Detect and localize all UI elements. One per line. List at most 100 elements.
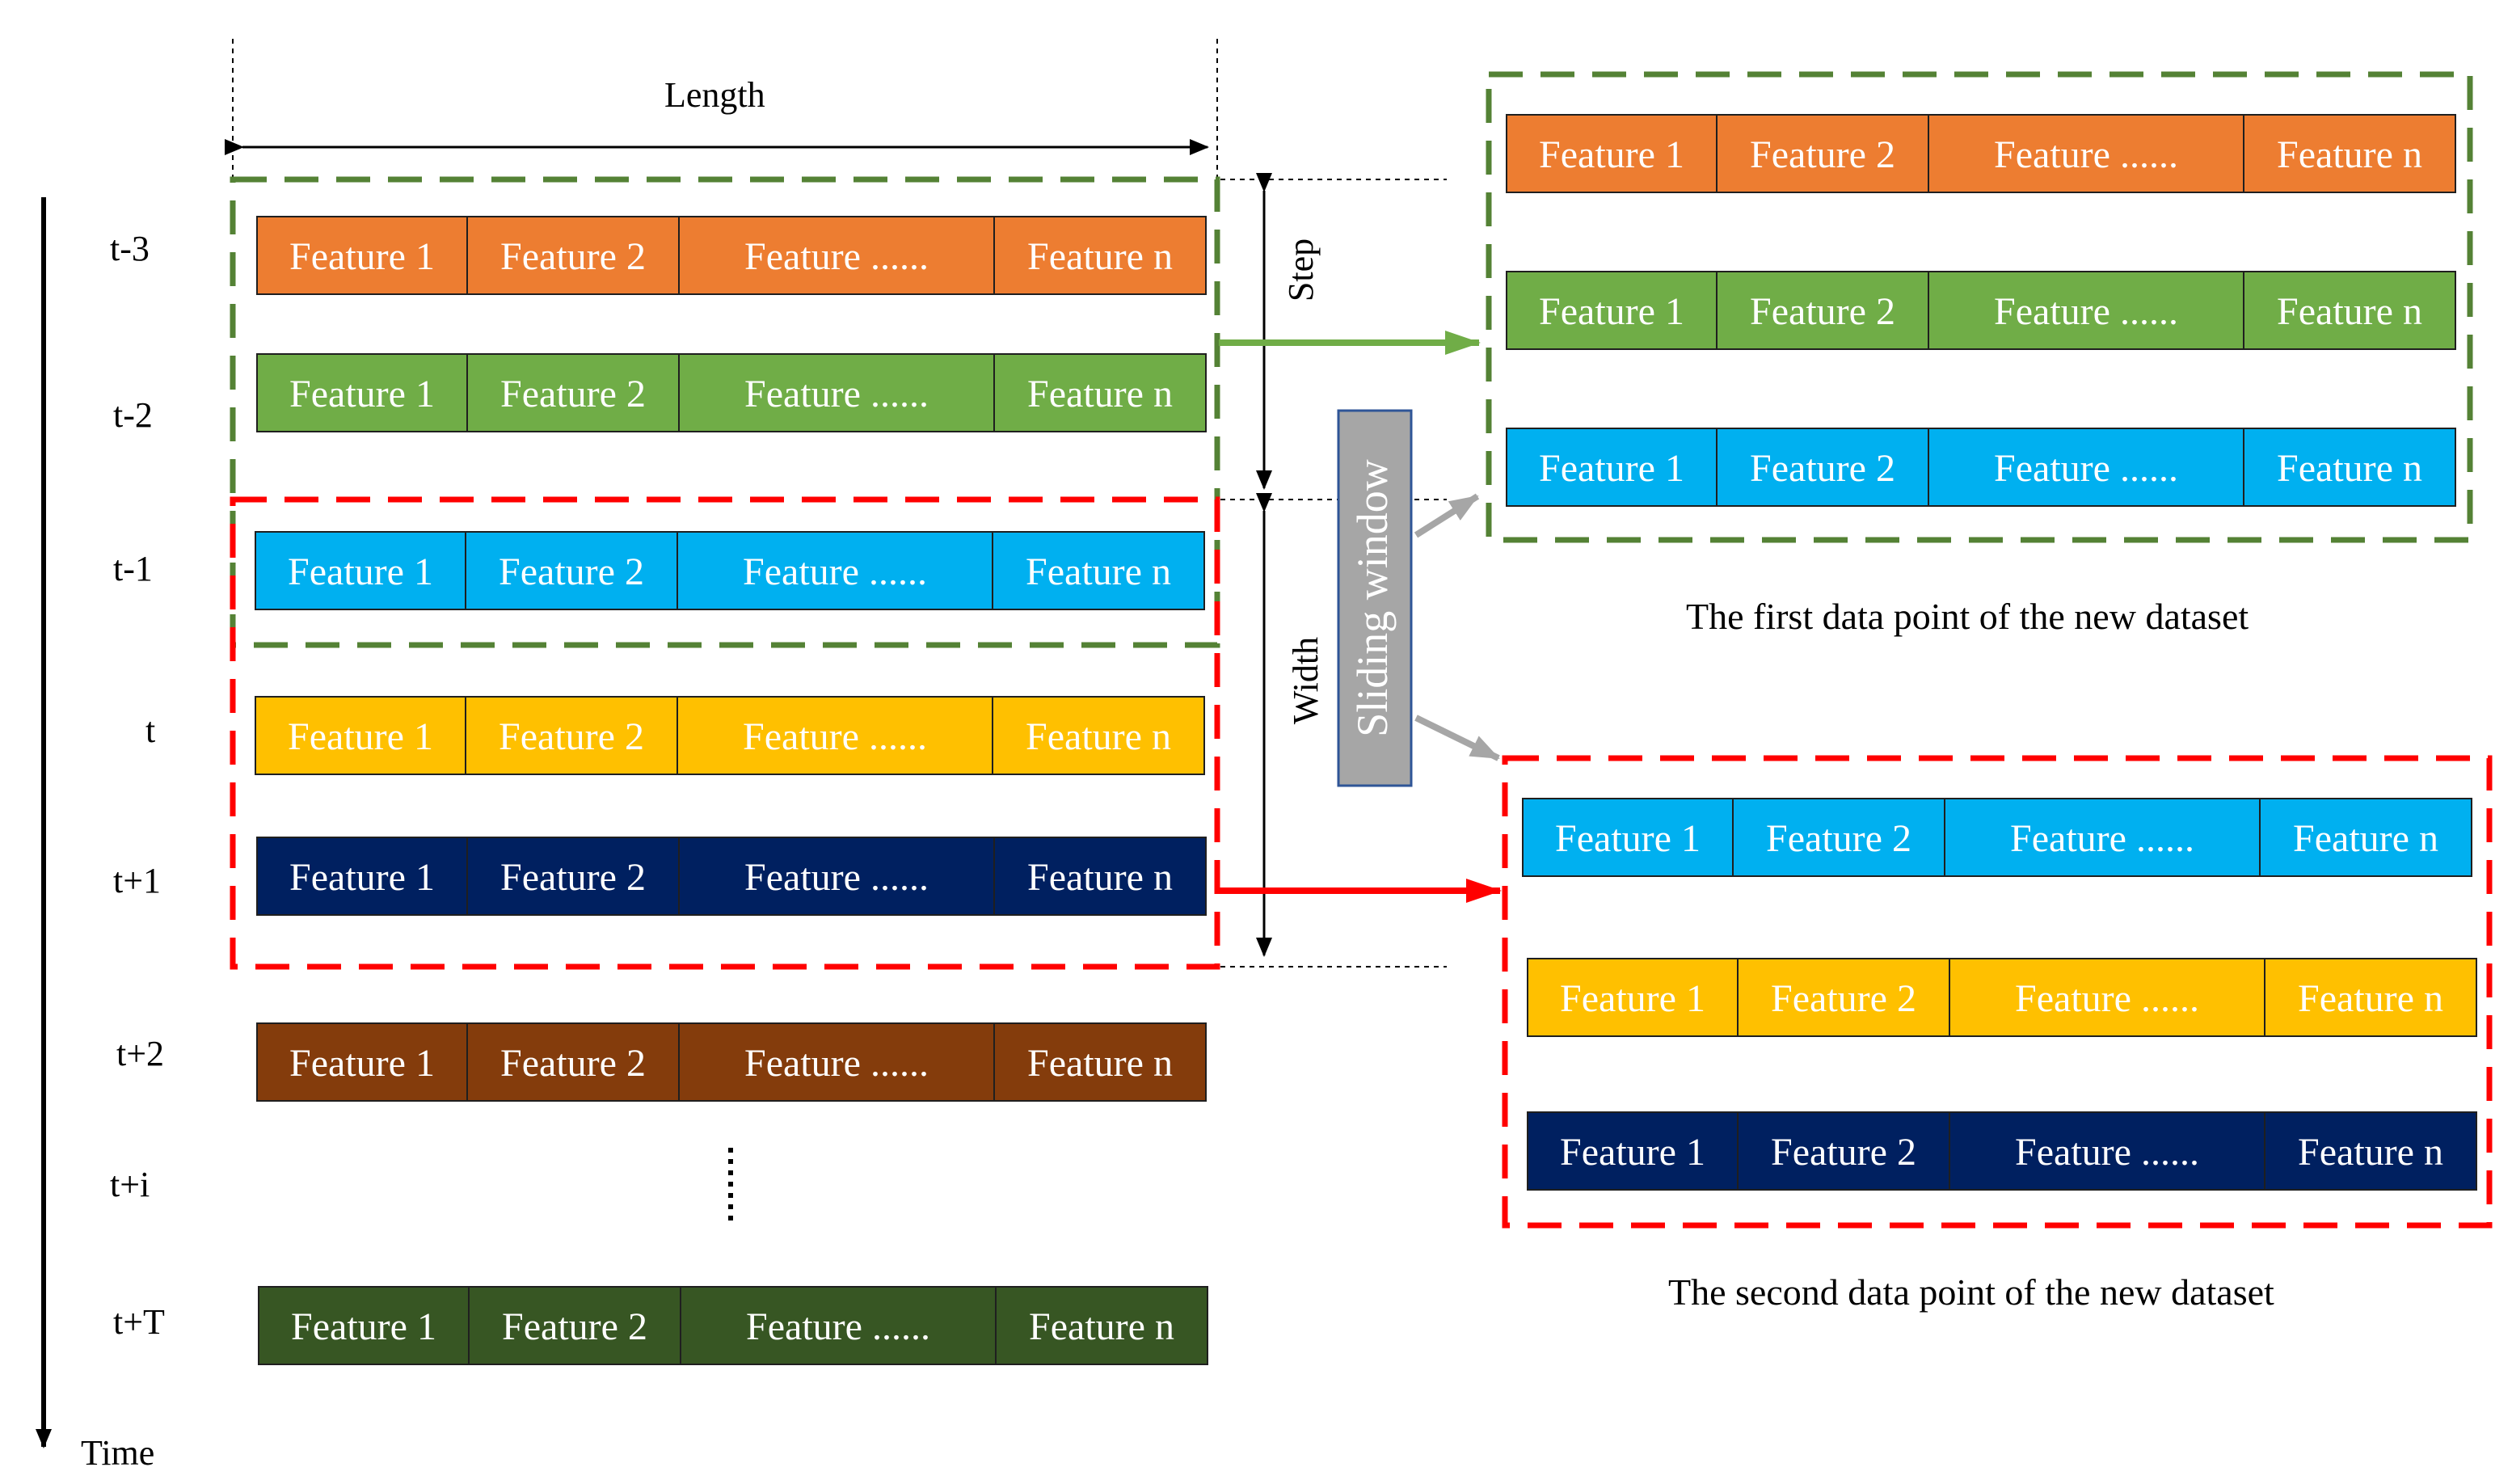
feature-cell (256, 353, 468, 432)
feature-cell-label: Feature n (1029, 1305, 1174, 1348)
feature-cell-label: Feature 2 (1750, 290, 1895, 333)
feature-cell-label: Feature n (2277, 290, 2422, 333)
feature-cell (1522, 798, 1734, 877)
feature-row-t+2: Feature 1 Feature 2 Feature ...... Feature … (256, 1022, 1207, 1102)
feature-cell (1716, 271, 1929, 350)
feature-cell-label: Feature 1 (1560, 1131, 1705, 1174)
feature-cell-label: Feature n (2277, 133, 2422, 176)
first-output-row: Feature 1 Feature 2 Feature ...... Feature … (1506, 271, 2456, 350)
feature-cell-label: Feature 1 (1560, 977, 1705, 1020)
time-step-label: t-2 (113, 395, 153, 435)
feature-cell-label: Feature n (1026, 715, 1171, 758)
first-output-rows: Feature 1 Feature 2 Feature ...... Feature … (1506, 114, 2456, 507)
feature-cell (2264, 1111, 2477, 1191)
feature-cell (678, 1022, 995, 1102)
feature-cell (676, 531, 993, 610)
feature-cell (1716, 428, 1929, 507)
feature-cell (258, 1286, 470, 1365)
feature-cell-label: Feature 2 (1750, 447, 1895, 490)
feature-cell-label: Feature n (1027, 373, 1173, 415)
feature-cell-label: Feature 1 (1555, 817, 1701, 860)
feature-cell-label: Feature 1 (291, 1305, 436, 1348)
time-step-label: t+T (113, 1302, 165, 1342)
time-step-label: t+2 (116, 1034, 164, 1073)
feature-cell (465, 531, 678, 610)
feature-cell (1928, 271, 2244, 350)
first-window-frame (230, 176, 1220, 648)
feature-cell-label: Feature 2 (1771, 977, 1916, 1020)
time-step-label: t (145, 710, 155, 750)
feature-cell-label: Feature 1 (1539, 290, 1684, 333)
time-step-label: t-1 (113, 549, 153, 588)
feature-cell-label: Feature ...... (744, 1042, 929, 1085)
feature-cell (466, 837, 680, 916)
feature-cell-label: Feature n (1027, 235, 1173, 278)
feature-cell (465, 696, 678, 775)
feature-cell-label: Feature 1 (289, 373, 435, 415)
feature-cell-label: Feature ...... (2015, 977, 2199, 1020)
feature-cell (678, 216, 995, 295)
feature-row-t+T: Feature 1 Feature 2 Feature ...... Feature … (258, 1286, 1208, 1365)
second-output-row: Feature 1 Feature 2 Feature ...... Feature … (1527, 958, 2477, 1037)
feature-cell (676, 696, 993, 775)
feature-cell (992, 531, 1205, 610)
feature-row-t-2: Feature 1 Feature 2 Feature ...... Feature … (256, 353, 1207, 432)
feature-cell-label: Feature ...... (1994, 290, 2178, 333)
feature-cell-label: Feature 2 (500, 235, 646, 278)
time-axis-label: Time (81, 1433, 154, 1473)
feature-cell-label: Feature ...... (1994, 447, 2178, 490)
sliding-window-box (1337, 409, 1413, 787)
feature-row-t-3: Feature 1 Feature 2 Feature ...... Feature … (256, 216, 1207, 295)
feature-cell (1949, 1111, 2265, 1191)
feature-cell (1527, 958, 1739, 1037)
feature-cell-label: Feature 2 (1771, 1131, 1916, 1174)
feature-cell (1737, 1111, 1950, 1191)
feature-cell-label: Feature 1 (289, 1042, 435, 1085)
feature-cell (1527, 1111, 1739, 1191)
feature-cell-label: Feature 2 (502, 1305, 647, 1348)
feature-cell-label: Feature n (1026, 550, 1171, 593)
feature-cell-label: Feature 1 (288, 550, 433, 593)
feature-cell-label: Feature n (1027, 1042, 1173, 1085)
feature-cell-label: Feature 1 (1539, 133, 1684, 176)
feature-cell (256, 216, 468, 295)
feature-cell-label: Feature ...... (744, 235, 929, 278)
feature-cell (680, 1286, 997, 1365)
first-datapoint-caption: The first data point of the new dataset (1686, 596, 2249, 637)
feature-cell (1716, 114, 1929, 193)
feature-cell (1928, 114, 2244, 193)
feature-cell-label: Feature 2 (500, 856, 646, 899)
feature-cell-label: Feature 2 (500, 1042, 646, 1085)
feature-cell (1944, 798, 2261, 877)
second-output-rows: Feature 1 Feature 2 Feature ...... Feature … (1522, 798, 2477, 1191)
feature-cell (2243, 428, 2456, 507)
feature-cell (992, 696, 1205, 775)
sliding-window-label: Sliding window (1348, 459, 1397, 737)
feature-cell-label: Feature 2 (500, 373, 646, 415)
feature-cell (993, 216, 1207, 295)
feature-cell (466, 1022, 680, 1102)
feature-cell-label: Feature 2 (1766, 817, 1911, 860)
feature-cell-label: Feature n (2298, 977, 2443, 1020)
feature-cell-label: Feature ...... (743, 715, 927, 758)
feature-cell-label: Feature n (1027, 856, 1173, 899)
gray-arrow-to-first (1414, 493, 1480, 538)
feature-cell-label: Feature 1 (288, 715, 433, 758)
feature-cell (1732, 798, 1945, 877)
feature-cell-label: Feature ...... (744, 856, 929, 899)
feature-cell-label: Feature ...... (744, 373, 929, 415)
feature-cell (1928, 428, 2244, 507)
feature-cell-label: Feature ...... (746, 1305, 930, 1348)
feature-cell (256, 1022, 468, 1102)
feature-cell (1506, 428, 1718, 507)
feature-cell-label: Feature 1 (289, 235, 435, 278)
feature-cell-label: Feature ...... (743, 550, 927, 593)
second-datapoint-caption: The second data point of the new dataset (1668, 1271, 2274, 1313)
feature-cell-label: Feature n (2277, 447, 2422, 490)
